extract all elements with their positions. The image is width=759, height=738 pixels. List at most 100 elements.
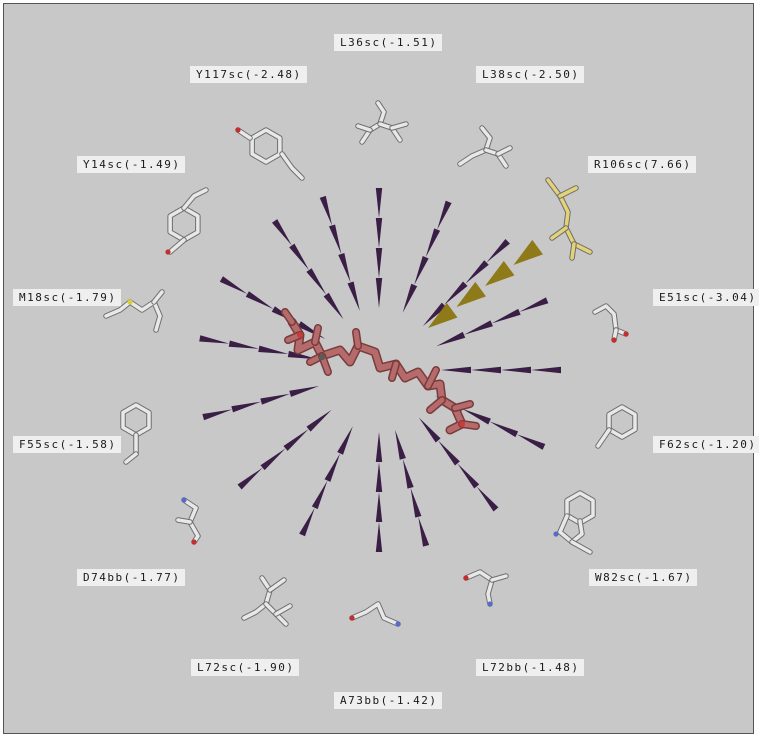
interaction-arrow: [199, 335, 318, 360]
arrow-segment: [402, 283, 418, 313]
residue-label-w82sc: W82sc(-1.67): [589, 569, 698, 586]
arrow-segment: [501, 366, 531, 374]
arrow-segment: [410, 487, 422, 518]
arrow-segment: [418, 516, 430, 547]
arrow-segment: [485, 260, 515, 286]
arrow-segment: [258, 345, 289, 355]
arrow-segment: [338, 252, 351, 283]
arrow-segment: [347, 281, 360, 312]
interaction-arrow: [299, 426, 353, 537]
arrow-segment: [436, 331, 466, 347]
arrow-segment: [437, 200, 452, 230]
arrow-segment: [231, 401, 262, 413]
arrow-segment: [476, 486, 499, 512]
residue-label-l36sc: L36sc(-1.51): [334, 34, 443, 51]
interaction-arrow: [319, 195, 360, 312]
arrow-segment: [375, 462, 383, 492]
residue-structures: [103, 100, 638, 627]
arrow-segment: [237, 467, 263, 490]
arrow-segment: [219, 276, 248, 294]
residue-label-a73bb: A73bb(-1.42): [334, 692, 443, 709]
arrow-segment: [418, 417, 441, 443]
interaction-arrow: [418, 417, 499, 512]
structure-a73bb: [349, 601, 401, 627]
interaction-arrow: [436, 297, 549, 347]
interaction-arrow: [375, 188, 383, 308]
residue-label-r106sc: R106sc(7.66): [588, 156, 697, 173]
structure-l36sc: [355, 100, 409, 145]
arrow-segment: [462, 408, 491, 425]
arrow-segment: [375, 188, 383, 218]
interaction-arrow: [237, 409, 332, 490]
structure-l72bb: [463, 569, 509, 607]
ligand-structure: [281, 308, 480, 435]
arrow-segment: [486, 239, 510, 263]
structure-l72sc: [241, 575, 293, 627]
arrow-segment: [513, 239, 543, 265]
arrow-segment: [202, 409, 233, 421]
arrow-segment: [199, 335, 230, 344]
arrow-segment: [375, 278, 383, 308]
interaction-arrow: [395, 429, 430, 547]
residue-label-f55sc: F55sc(-1.58): [13, 436, 122, 453]
arrow-segment: [438, 440, 460, 466]
structure-e51sc: [592, 303, 629, 343]
arrow-segment: [425, 228, 441, 258]
arrow-segment: [465, 260, 489, 284]
arrow-segment: [289, 386, 320, 397]
arrow-segment: [245, 291, 274, 309]
arrow-segment: [531, 366, 561, 374]
arrow-segment: [306, 268, 327, 295]
structure-f55sc: [120, 402, 152, 465]
structure-d74bb: [175, 497, 201, 545]
arrow-segment: [289, 243, 310, 271]
arrow-segment: [283, 429, 309, 451]
arrow-segment: [491, 308, 521, 324]
residue-label-m18sc: M18sc(-1.79): [13, 289, 122, 306]
residue-label-l38sc: L38sc(-2.50): [476, 66, 585, 83]
arrow-segment: [395, 429, 406, 460]
arrow-segment: [444, 281, 468, 305]
arrow-segment: [375, 432, 383, 462]
structure-w82sc: [553, 490, 596, 555]
arrow-segment: [323, 292, 344, 320]
arrow-segment: [457, 463, 480, 489]
structure-l38sc: [457, 125, 513, 169]
interaction-arrow: [422, 239, 510, 327]
residue-label-y14sc: Y14sc(-1.49): [77, 156, 186, 173]
residue-label-l72bb: L72bb(-1.48): [476, 659, 585, 676]
arrow-segment: [271, 219, 292, 246]
arrow-segment: [337, 426, 353, 455]
structure-y117sc: [235, 127, 305, 181]
arrow-segment: [428, 302, 458, 328]
interaction-arrow: [375, 432, 383, 552]
arrow-segment: [402, 458, 414, 489]
structure-y14sc: [165, 187, 209, 255]
arrow-segment: [414, 256, 429, 286]
arrow-segment: [422, 302, 447, 327]
interaction-arrow: [441, 366, 561, 374]
arrow-segment: [489, 421, 519, 438]
interaction-arrow: [219, 276, 326, 339]
interaction-arrow: [402, 200, 452, 313]
residue-label-f62sc: F62sc(-1.20): [653, 436, 759, 453]
arrow-segment: [311, 480, 328, 510]
residue-label-e51sc: E51sc(-3.04): [653, 289, 759, 306]
arrow-segment: [324, 453, 341, 482]
arrow-segment: [519, 297, 549, 312]
interaction-arrow-r106: [428, 239, 543, 328]
residue-label-l72sc: L72sc(-1.90): [191, 659, 300, 676]
arrow-segment: [328, 224, 342, 254]
arrow-segment: [260, 448, 286, 471]
arrow-segment: [516, 434, 546, 450]
arrow-segment: [299, 507, 315, 537]
structure-r106sc: [545, 177, 593, 261]
arrow-segment: [319, 195, 333, 226]
structure-f62sc: [595, 404, 638, 449]
interaction-arrows: [199, 188, 561, 552]
arrow-segment: [375, 492, 383, 522]
arrow-segment: [456, 281, 486, 307]
interaction-arrow: [202, 386, 320, 421]
arrow-segment: [375, 522, 383, 552]
